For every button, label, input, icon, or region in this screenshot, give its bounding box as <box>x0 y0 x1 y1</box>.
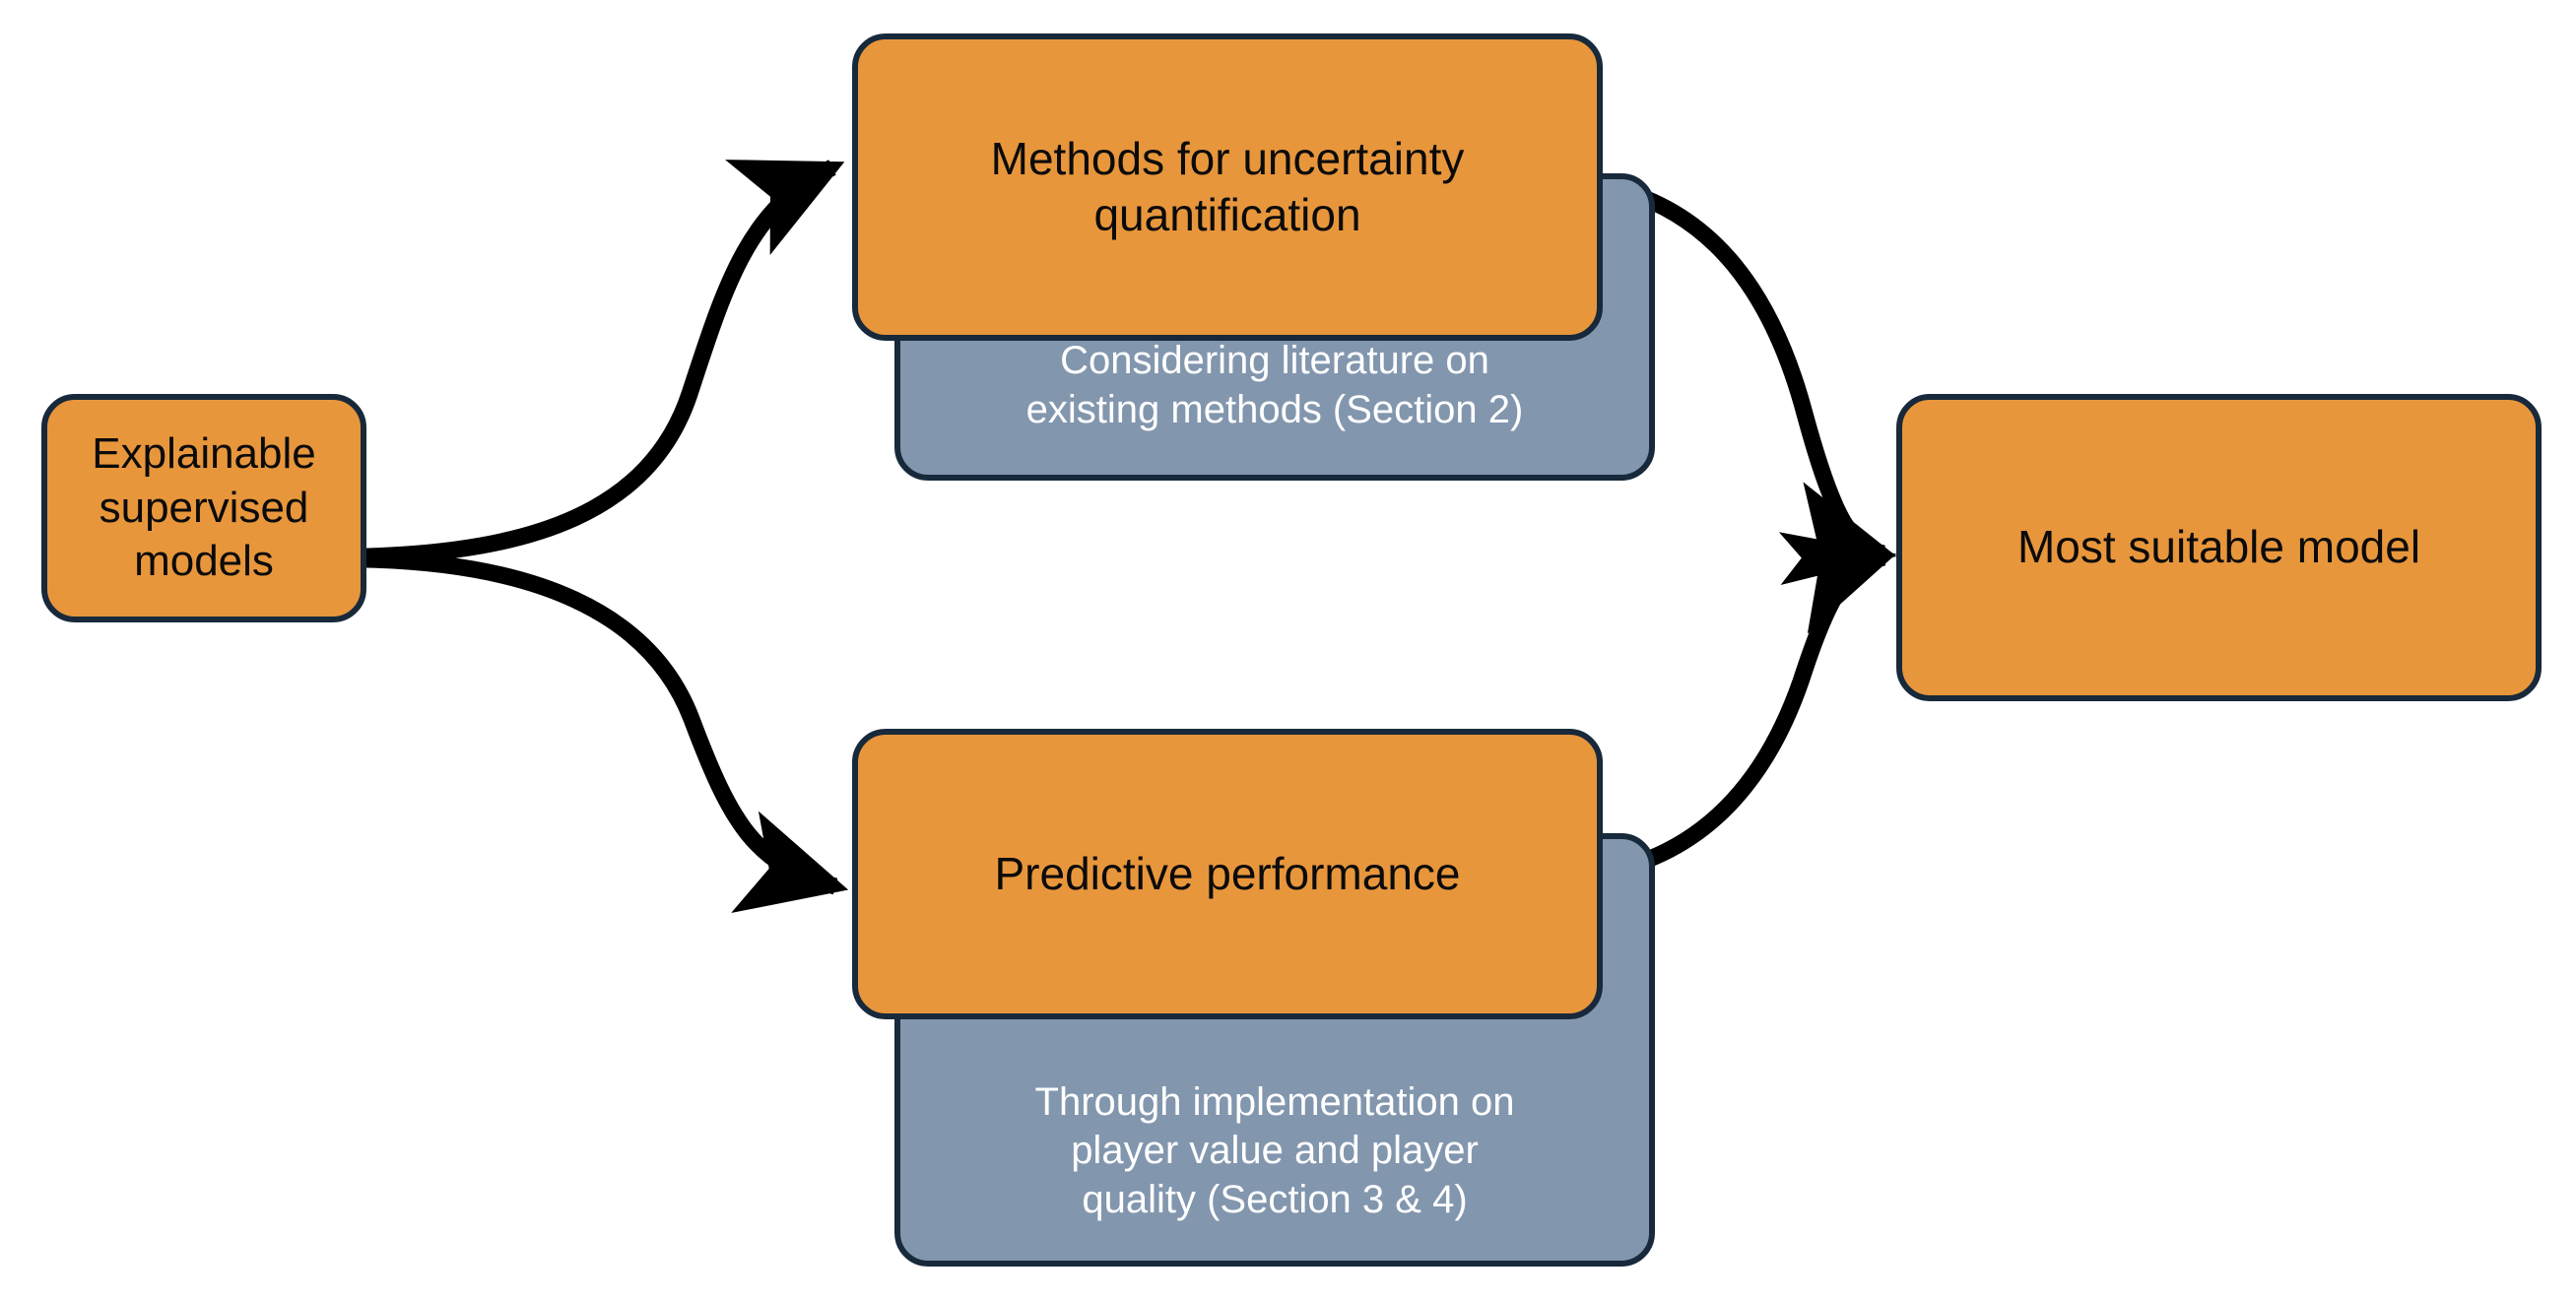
branch-bottom-note-label: Through implementation on player value a… <box>1034 1079 1515 1221</box>
node-methods-for-uncertainty-quantification[interactable]: Methods for uncertainty quantification <box>852 33 1603 341</box>
node-predictive-performance[interactable]: Predictive performance <box>852 729 1603 1019</box>
node-most-suitable-model[interactable]: Most suitable model <box>1896 394 2542 701</box>
node-branch-top-label: Methods for uncertainty quantification <box>990 132 1465 240</box>
branch-top-note-label: Considering literature on existing metho… <box>1025 339 1524 431</box>
edge-branch-bottom-to-target <box>1606 532 1897 880</box>
node-branch-bottom-label: Predictive performance <box>994 847 1461 899</box>
node-target-label: Most suitable model <box>2016 521 2421 573</box>
node-explainable-supervised-models[interactable]: Explainable supervised models <box>41 394 366 622</box>
edge-source-to-branch-top <box>365 160 845 565</box>
node-source-label: Explainable supervised models <box>92 429 316 586</box>
edge-source-to-branch-bottom <box>365 551 849 914</box>
